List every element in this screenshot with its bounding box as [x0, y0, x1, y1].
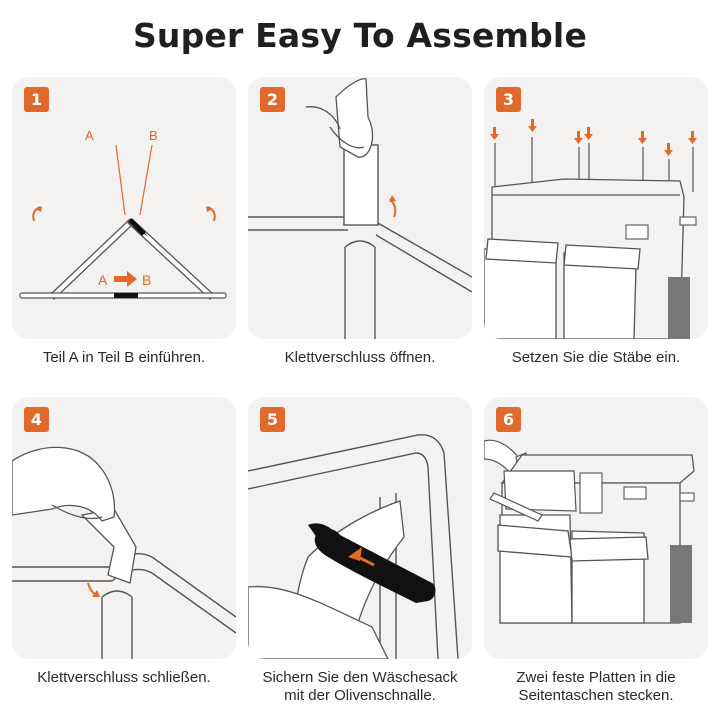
step-1-panel: A B A B 1 [12, 77, 236, 339]
step-4-caption: Klettverschluss schließen. [37, 669, 211, 686]
step-6-illustration [484, 439, 695, 624]
step-2-panel: 2 [248, 77, 472, 339]
step-5-illustration [248, 434, 459, 659]
step-2-badge: 2 [260, 87, 285, 112]
step-6-caption-line-1: Zwei feste Platten in die [516, 669, 676, 686]
step-5-panel: 5 [248, 397, 472, 659]
down-arrows-icon [490, 119, 697, 156]
step-1-label-b-bottom: B [142, 272, 151, 288]
step-1-label-b: B [149, 128, 158, 143]
step-3-panel: 3 [484, 77, 708, 339]
step-1-caption: Teil A in Teil B einführen. [42, 349, 206, 366]
step-1-label-a-bottom: A [98, 272, 108, 288]
step-4-illustration [12, 446, 236, 659]
step-5-badge: 5 [260, 407, 285, 432]
step-2-illustration [248, 78, 472, 339]
step-2-caption: Klettverschluss öffnen. [284, 349, 436, 366]
step-5-caption-line-2: mit der Olivenschnalle. [284, 687, 436, 704]
page-title: Super Easy To Assemble [132, 16, 588, 55]
step-3-caption: Setzen Sie die Stäbe ein. [511, 349, 681, 366]
step-6-caption-line-2: Seitentaschen stecken. [518, 687, 674, 704]
step-1-label-a: A [85, 128, 94, 143]
step-3-badge: 3 [496, 87, 521, 112]
arrow-icon [348, 547, 362, 561]
right-arrow-icon [127, 271, 137, 287]
step-5-caption-line-1: Sichern Sie den Wäschesack [262, 669, 458, 686]
step-4-badge: 4 [24, 407, 49, 432]
step-4-panel: 4 [12, 397, 236, 659]
step-6-panel: 6 [484, 397, 708, 659]
step-1-badge: 1 [24, 87, 49, 112]
step-1-illustration: A B A B [19, 128, 227, 300]
step-6-badge: 6 [496, 407, 521, 432]
step-3-illustration [484, 119, 697, 339]
